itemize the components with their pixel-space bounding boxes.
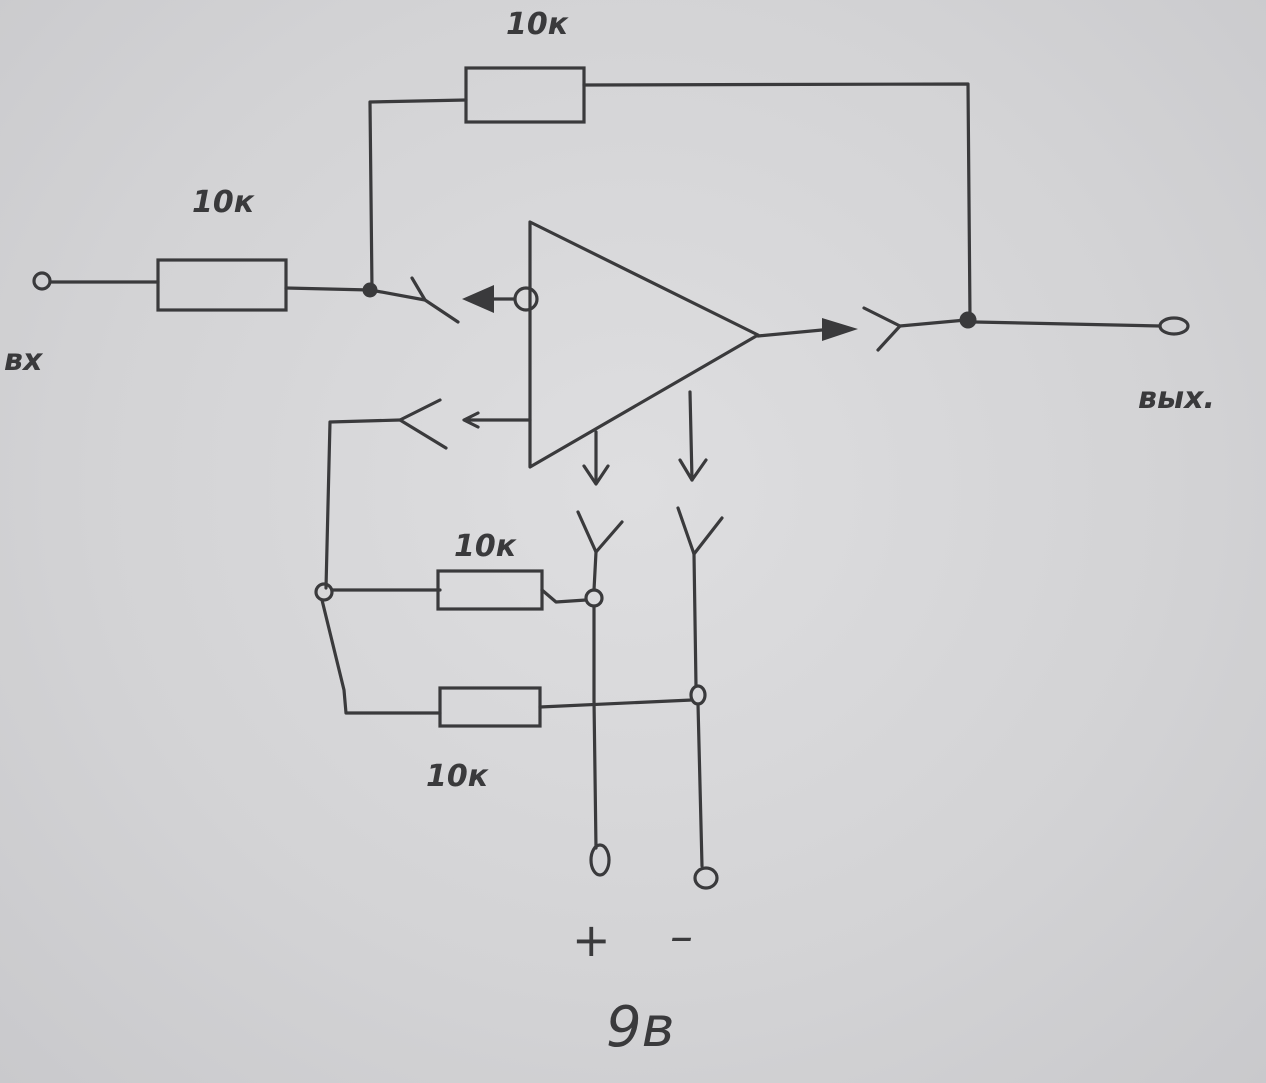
input-resistor	[156, 258, 288, 312]
supply-minus-connector-fork	[676, 506, 724, 556]
supply-minus-rail	[692, 552, 704, 868]
bias-bottom-wire-right	[538, 698, 694, 709]
feedback-resistor-label: 10к	[506, 7, 569, 42]
supply-plus-pin-arrow	[582, 464, 610, 486]
feedback-resistor	[464, 66, 586, 124]
bias-top-resistor	[436, 569, 544, 611]
inverting-node	[362, 282, 378, 298]
supply-plus-terminal	[589, 843, 611, 877]
supply-minus-label: –	[670, 909, 693, 963]
supply-plus-node	[584, 588, 604, 608]
inverting-input-bubble	[513, 286, 539, 312]
inverting-connector-fork	[410, 276, 460, 324]
output-connector-wire	[898, 318, 968, 328]
inverting-arrow	[462, 285, 494, 313]
noninverting-wire	[324, 418, 402, 590]
supply-minus-node	[689, 684, 707, 706]
noninverting-connector-fork	[398, 398, 448, 450]
opamp-triangle	[528, 220, 760, 469]
supply-voltage-label: 9в	[606, 995, 675, 1060]
input-terminal	[32, 271, 52, 291]
feedback-wire-left	[368, 98, 468, 292]
noninverting-arrow-head	[462, 411, 480, 429]
supply-plus-connector-fork	[576, 510, 624, 554]
inverting-connector-wire	[374, 289, 427, 302]
input-label: вх	[4, 343, 44, 378]
bias-bottom-resistor-label: 10к	[426, 759, 489, 794]
bias-top-wire-right	[540, 588, 588, 604]
feedback-wire-right	[582, 82, 972, 320]
supply-minus-pin-line	[688, 390, 694, 482]
input-to-node-wire	[284, 286, 372, 292]
output-terminal	[1158, 316, 1190, 336]
supply-plus-rail	[592, 550, 598, 850]
input-resistor-label: 10к	[192, 185, 255, 220]
output-node	[959, 311, 977, 329]
bias-bottom-wire-left	[320, 598, 442, 715]
output-arrow	[822, 318, 858, 341]
output-wire	[973, 320, 1162, 328]
bias-top-resistor-label: 10к	[454, 529, 517, 564]
supply-minus-terminal	[693, 866, 719, 890]
supply-plus-label: +	[572, 913, 611, 967]
bias-bottom-resistor	[438, 686, 542, 728]
output-connector-fork	[862, 306, 902, 352]
supply-minus-pin-arrow	[678, 458, 708, 482]
opamp-output-wire	[756, 328, 824, 338]
output-label: вых.	[1138, 381, 1215, 416]
bias-node	[314, 582, 334, 602]
